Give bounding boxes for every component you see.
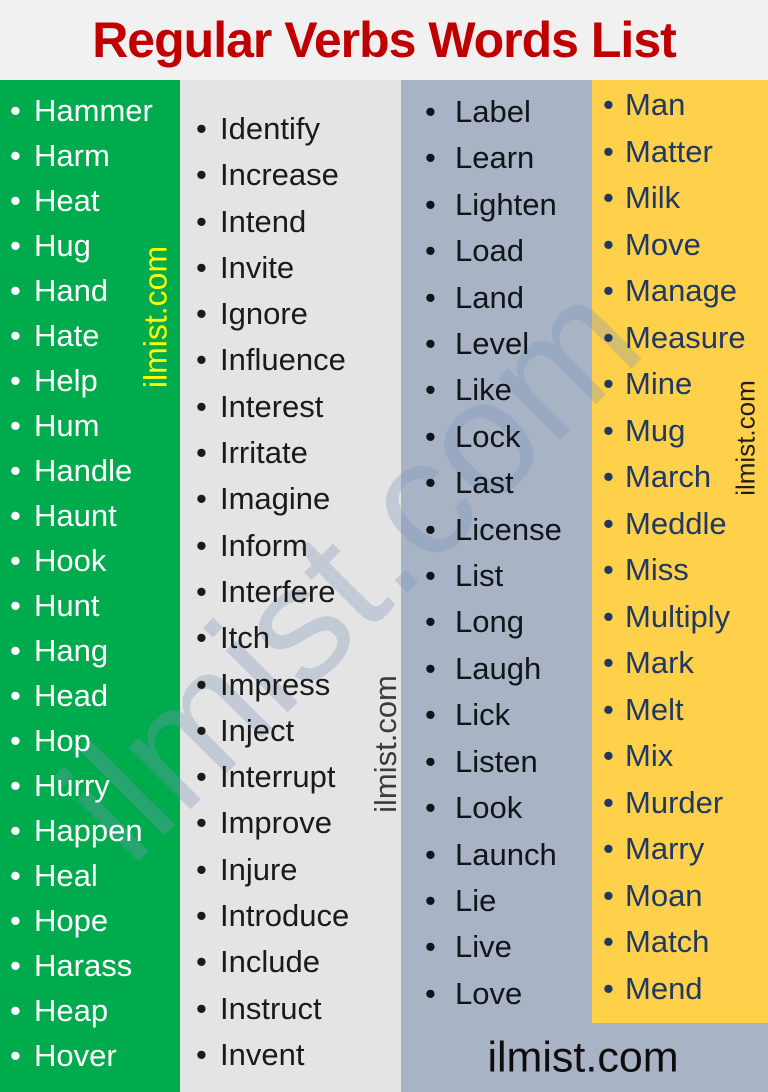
list-item: Marry xyxy=(603,826,768,873)
list-item: Learn xyxy=(425,135,595,181)
list-item: Lighten xyxy=(425,182,595,228)
list-item: Imagine xyxy=(196,476,401,522)
list-item: Identify xyxy=(196,106,401,152)
list-item: Launch xyxy=(425,832,595,878)
list-item: Hook xyxy=(10,538,180,583)
list-item: License xyxy=(425,507,595,553)
list-item: Interest xyxy=(196,384,401,430)
list-item: Invent xyxy=(196,1032,401,1078)
list-item: Lick xyxy=(425,692,595,738)
list-item: Moan xyxy=(603,873,768,920)
list-item: List xyxy=(425,553,595,599)
list-item: Manage xyxy=(603,268,768,315)
list-item: Heal xyxy=(10,853,180,898)
list-item: Land xyxy=(425,275,595,321)
list-item: Instruct xyxy=(196,986,401,1032)
list-item: Lock xyxy=(425,414,595,460)
list-item: Matter xyxy=(603,129,768,176)
verb-list-h: HammerHarmHeatHugHandHateHelpHumHandleHa… xyxy=(10,88,180,1078)
list-item: Hope xyxy=(10,898,180,943)
list-item: Miss xyxy=(603,547,768,594)
list-item: Irritate xyxy=(196,430,401,476)
list-item: Increase xyxy=(196,152,401,198)
list-item: Love xyxy=(425,971,595,1017)
list-item: Invite xyxy=(196,245,401,291)
list-item: March xyxy=(603,454,768,501)
list-item: Mark xyxy=(603,640,768,687)
list-item: Hurry xyxy=(10,763,180,808)
list-item: Help xyxy=(10,358,180,403)
list-item: Meddle xyxy=(603,501,768,548)
list-item: Head xyxy=(10,673,180,718)
list-item: Influence xyxy=(196,337,401,383)
list-item: Like xyxy=(425,367,595,413)
list-item: Hate xyxy=(10,313,180,358)
page-title: Regular Verbs Words List xyxy=(92,12,677,68)
verb-list-m: ManMatterMilkMoveManageMeasureMineMugMar… xyxy=(603,82,768,1012)
list-item: Ignore xyxy=(196,291,401,337)
list-item: Hammer xyxy=(10,88,180,133)
list-item: Inject xyxy=(196,708,401,754)
list-item: Introduce xyxy=(196,893,401,939)
list-item: Label xyxy=(425,89,595,135)
list-item: Mix xyxy=(603,733,768,780)
list-item: Multiply xyxy=(603,594,768,641)
list-item: Load xyxy=(425,228,595,274)
list-item: Mug xyxy=(603,408,768,455)
list-item: Hop xyxy=(10,718,180,763)
list-item: Hug xyxy=(10,223,180,268)
list-item: Last xyxy=(425,460,595,506)
list-item: Look xyxy=(425,785,595,831)
header: Regular Verbs Words List xyxy=(0,0,768,80)
list-item: Inform xyxy=(196,523,401,569)
list-item: Injure xyxy=(196,847,401,893)
list-item: Haunt xyxy=(10,493,180,538)
list-item: Listen xyxy=(425,739,595,785)
list-item: Itch xyxy=(196,615,401,661)
list-item: Live xyxy=(425,924,595,970)
list-item: Hand xyxy=(10,268,180,313)
list-item: Harass xyxy=(10,943,180,988)
verb-list-l: LabelLearnLightenLoadLandLevelLikeLockLa… xyxy=(425,89,595,1017)
list-item: Mend xyxy=(603,966,768,1013)
list-item: Melt xyxy=(603,687,768,734)
list-item: Intend xyxy=(196,199,401,245)
list-item: Hum xyxy=(10,403,180,448)
list-item: Milk xyxy=(603,175,768,222)
list-item: Impress xyxy=(196,662,401,708)
list-item: Man xyxy=(603,82,768,129)
list-item: Match xyxy=(603,919,768,966)
verb-list-i: IdentifyIncreaseIntendInviteIgnoreInflue… xyxy=(196,106,401,1078)
list-item: Heap xyxy=(10,988,180,1033)
list-item: Interrupt xyxy=(196,754,401,800)
list-item: Mine xyxy=(603,361,768,408)
list-item: Level xyxy=(425,321,595,367)
list-item: Measure xyxy=(603,315,768,362)
list-item: Hunt xyxy=(10,583,180,628)
list-item: Heat xyxy=(10,178,180,223)
list-item: Handle xyxy=(10,448,180,493)
list-item: Long xyxy=(425,599,595,645)
list-item: Include xyxy=(196,939,401,985)
footer-site-label: ilmist.com xyxy=(487,1033,679,1082)
list-item: Harm xyxy=(10,133,180,178)
list-item: Laugh xyxy=(425,646,595,692)
list-item: Happen xyxy=(10,808,180,853)
list-item: Move xyxy=(603,222,768,269)
list-item: Murder xyxy=(603,780,768,827)
list-item: Hang xyxy=(10,628,180,673)
list-item: Hover xyxy=(10,1033,180,1078)
list-item: Improve xyxy=(196,800,401,846)
list-item: Lie xyxy=(425,878,595,924)
list-item: Interfere xyxy=(196,569,401,615)
